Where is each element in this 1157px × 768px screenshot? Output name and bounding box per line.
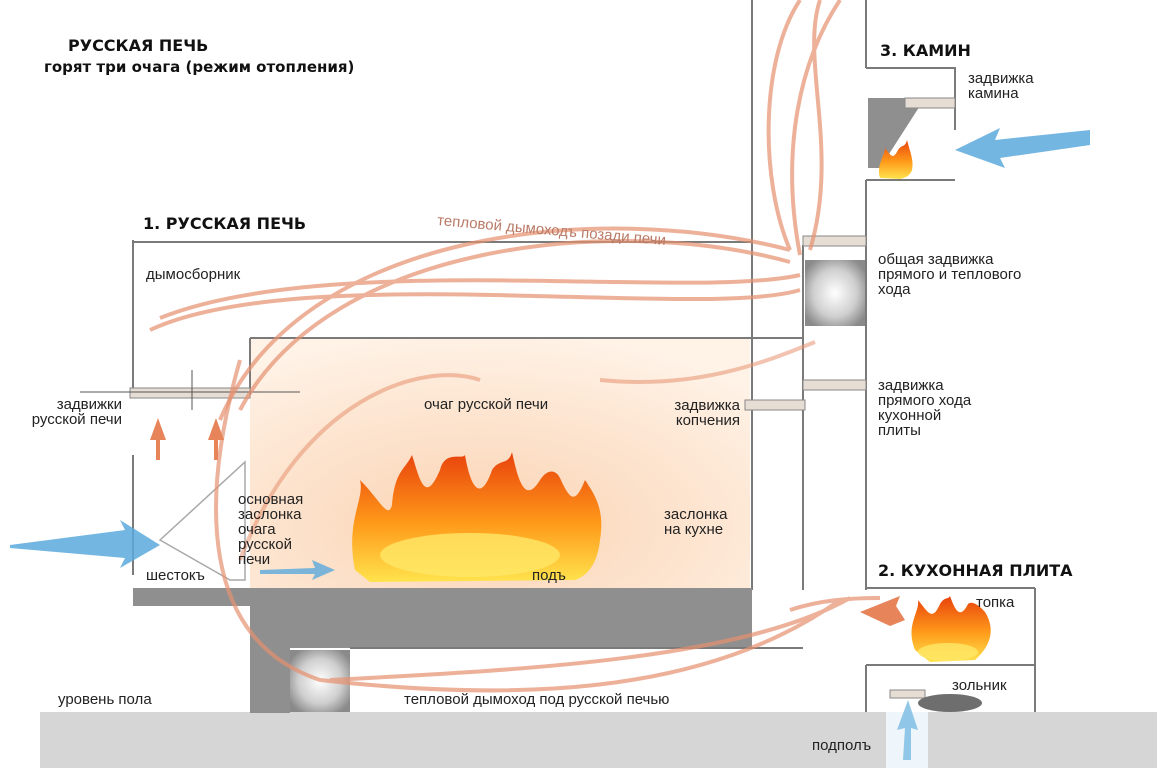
common-damper-plate — [802, 235, 867, 247]
label-hearth: очаг русской печи — [424, 396, 549, 413]
kitchen-stove-body — [865, 587, 1036, 712]
main-shutter — [158, 460, 246, 581]
oven-base — [250, 606, 752, 648]
diagram-title: РУССКАЯ ПЕЧЬ — [68, 36, 209, 55]
section-stove-title: 2. КУХОННАЯ ПЛИТА — [878, 561, 1073, 580]
smoke-arrow — [860, 596, 905, 626]
hearth-flame — [352, 452, 602, 582]
smoking-damper-plate — [744, 399, 806, 411]
label-kitchen-shutter: заслонка на кухне — [664, 506, 728, 538]
hearth-smoke — [238, 340, 816, 561]
smoke-arrow — [150, 418, 166, 460]
fireplace-hood — [868, 98, 925, 168]
fireplace-damper-plate — [904, 97, 956, 109]
section-oven-title: 1. РУССКАЯ ПЕЧЬ — [143, 214, 307, 233]
label-under-flue: тепловой дымоход под русской печью — [404, 691, 670, 708]
label-shestok: шестокъ — [146, 567, 205, 584]
label-smoke-collector: дымосборник — [146, 266, 241, 283]
common-damper-chamber — [805, 260, 865, 326]
back-flue-smoke — [149, 0, 842, 421]
label-common-damper: общая задвижка прямого и теплового хода — [878, 251, 1022, 298]
label-smoking-damper: задвижка копчения — [674, 397, 740, 429]
fireplace-flame — [878, 140, 913, 179]
stove-direct-damper-plate — [802, 379, 867, 391]
chimney — [751, 0, 867, 590]
label-stove-direct-damper: задвижка прямого хода кухонной плиты — [878, 377, 972, 439]
under-flue-left-wall — [250, 648, 290, 713]
smoke-arrow — [208, 418, 224, 460]
air-inflow — [10, 128, 1090, 760]
ash-pile — [918, 694, 982, 712]
label-floor-level: уровень пола — [58, 691, 152, 708]
label-firebox: топка — [976, 594, 1015, 611]
fireplace-box — [866, 67, 956, 181]
stove-ash-plate — [889, 689, 926, 699]
label-ash-pit: зольник — [952, 677, 1007, 694]
section-fireplace-title: 3. КАМИН — [880, 41, 971, 60]
label-underfloor: подполъ — [812, 737, 872, 754]
stove-flame — [911, 596, 991, 662]
label-oven-dampers: задвижки русской печи — [31, 396, 122, 428]
label-main-shutter: основная заслонка очага русской печи — [238, 491, 304, 568]
label-fireplace-damper: задвижка камина — [968, 70, 1034, 102]
label-pod: подъ — [532, 567, 566, 584]
diagram-subtitle: горят три очага (режим отопления) — [44, 58, 355, 76]
floor-slab — [40, 712, 1157, 768]
shestok-slab — [133, 588, 752, 606]
under-flue-smoke — [214, 359, 881, 693]
